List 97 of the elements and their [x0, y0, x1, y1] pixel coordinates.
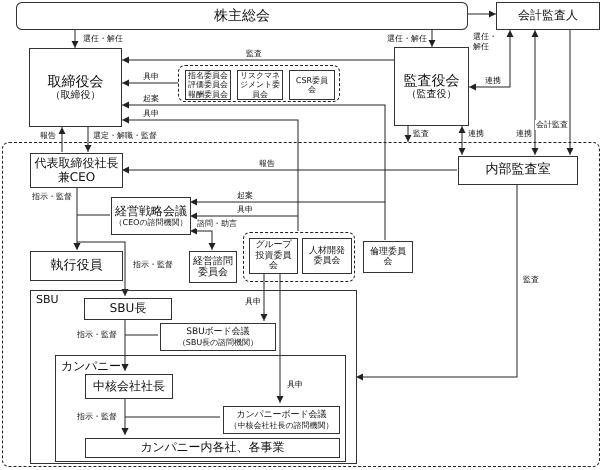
unit-box	[249, 238, 298, 274]
group-frame	[2, 142, 600, 467]
edge-label: 具申	[142, 109, 160, 119]
arrow	[404, 126, 412, 142]
unit-box	[223, 406, 340, 434]
edge-label: 報告	[258, 159, 276, 169]
group-title: カンパニー	[61, 358, 121, 375]
arrow	[122, 80, 178, 86]
arrow	[122, 416, 220, 436]
unit-note: 報酬委員会	[188, 90, 228, 99]
arrow	[122, 166, 458, 174]
arrow	[190, 228, 216, 250]
unit-note: （中核会社社長の諮問機関）	[230, 420, 334, 430]
unit-name: リスクマネジメント委員会	[240, 71, 280, 99]
unit-name: 株主総会	[214, 8, 270, 24]
arrow	[276, 272, 284, 404]
edge-label: 連携	[484, 76, 502, 86]
edge-label: 起案	[236, 191, 254, 201]
edge-label: 会計監査	[535, 120, 569, 130]
arrow	[190, 212, 298, 232]
unit-name: 取締役会	[48, 74, 104, 90]
edge-label: 起案	[142, 94, 160, 104]
arrow	[72, 30, 78, 48]
unit-box	[111, 197, 191, 235]
unit-box	[394, 47, 469, 126]
unit-box	[16, 2, 468, 30]
edge-label: 諮問・助言	[196, 219, 238, 229]
group-title: SBU	[36, 293, 59, 306]
unit-box	[29, 48, 122, 127]
arrow	[122, 56, 394, 64]
unit-name: 代表取締役社長兼CEO	[34, 156, 120, 184]
edge-label: 連携	[515, 129, 533, 139]
edge-label: 具申	[236, 205, 254, 215]
arrow	[122, 334, 158, 372]
group-frame	[243, 232, 355, 282]
unit-name: カンパニー内各社、各事業	[140, 441, 284, 455]
arrow	[84, 126, 92, 152]
arrow	[190, 198, 386, 240]
unit-box	[302, 238, 352, 274]
unit-box	[85, 438, 340, 458]
arrow	[260, 272, 268, 322]
unit-note: （監査役）	[406, 88, 456, 100]
edge-label: 具申	[286, 380, 304, 390]
edge-label: 監査	[245, 49, 263, 59]
unit-name: 倫理委員会	[369, 246, 407, 268]
arrow	[566, 30, 574, 156]
unit-box	[189, 251, 237, 283]
arrow	[532, 30, 538, 156]
unit-box	[185, 70, 231, 100]
arrow	[468, 30, 514, 90]
unit-name: グループ投資委員会	[254, 240, 293, 272]
group-frame	[30, 290, 357, 464]
unit-note: （取締役）	[50, 90, 100, 102]
edge-label: 選定・解職・監督	[92, 131, 158, 141]
unit-name: 経営諮問委員会	[192, 256, 234, 278]
edge-label: 指示・監督	[76, 412, 118, 422]
edge-label: 選任・解任	[386, 34, 428, 44]
unit-box	[363, 241, 413, 273]
unit-box	[160, 323, 276, 351]
group-frame	[178, 65, 340, 102]
arrow	[458, 126, 466, 156]
edge-label: 具申	[142, 72, 160, 82]
unit-box	[30, 251, 123, 281]
edge-label: 指示・監督	[132, 260, 174, 270]
unit-name: 経営戦略会議	[115, 204, 187, 218]
arrow	[58, 126, 66, 152]
unit-name: SBU長	[110, 302, 146, 316]
edge-label: 監査	[522, 275, 540, 285]
unit-name: 指名委員会	[188, 71, 228, 80]
unit-note: （SBU長の諮問機関）	[178, 338, 258, 347]
unit-box	[289, 70, 335, 100]
unit-box	[85, 374, 173, 399]
unit-name: 人材開発委員会	[308, 246, 346, 266]
unit-name: 会計監査人	[518, 9, 578, 23]
unit-box	[458, 156, 578, 185]
unit-name: 内部監査室	[486, 163, 550, 178]
edge-label: 監査	[412, 129, 430, 139]
unit-name: CSR委員会	[294, 76, 330, 94]
edge-label: 具申	[244, 297, 262, 307]
unit-note: （CEOの諮問機関）	[114, 218, 188, 228]
unit-name: 中核会社社長	[93, 380, 165, 394]
arrow	[356, 184, 518, 380]
unit-box	[496, 2, 600, 30]
group-frame	[55, 355, 346, 462]
unit-box	[84, 298, 172, 320]
edge-label: 報告	[39, 131, 57, 141]
arrow	[468, 10, 496, 18]
unit-note: 評価委員会	[188, 80, 228, 90]
arrow	[428, 30, 436, 48]
edge-label: 連携	[467, 129, 485, 139]
unit-name: 執行役員	[50, 258, 102, 274]
edge-label: 指示・監督	[31, 192, 73, 202]
unit-name: SBUボード会議	[186, 327, 250, 338]
edge-label: 指示・監督	[76, 330, 118, 340]
edge-label: 選任・解任	[82, 34, 124, 44]
unit-name: カンパニーボード会議	[236, 410, 326, 421]
unit-name: 監査役会	[404, 72, 460, 89]
